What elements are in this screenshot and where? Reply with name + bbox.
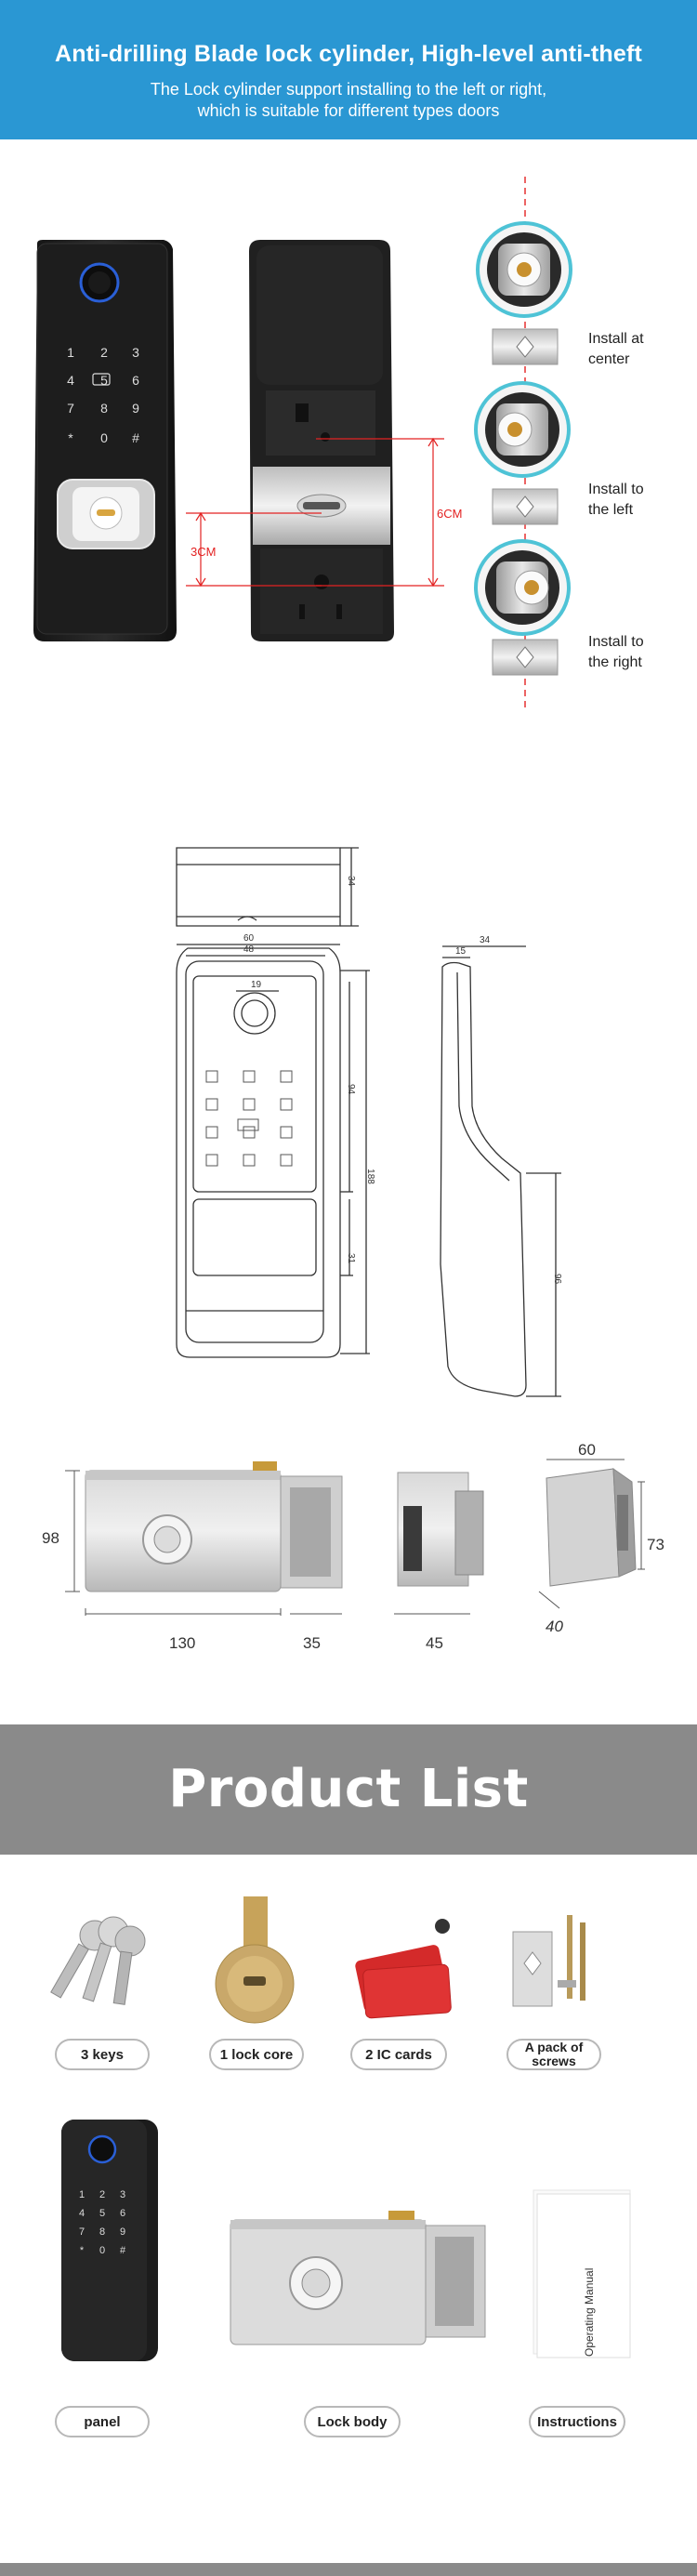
item-label-screws: A pack of screws <box>506 2039 601 2070</box>
install-option-left-line2: the left <box>588 502 634 518</box>
install-option-left: Install to the left <box>588 480 644 521</box>
svg-text:1: 1 <box>67 345 74 360</box>
svg-text:5: 5 <box>99 2208 105 2219</box>
item-label-panel: panel <box>55 2406 150 2437</box>
header-banner: Anti-drilling Blade lock cylinder, High-… <box>0 0 697 139</box>
dim-fp-width: 19 <box>251 980 262 990</box>
technical-drawing <box>176 847 561 1397</box>
install-option-right-line1: Install to <box>588 634 644 650</box>
screws-icon <box>512 1915 585 2007</box>
install-dimension-lines <box>186 437 444 588</box>
svg-text:3: 3 <box>120 2189 125 2200</box>
lock-body-icon <box>230 2211 486 2345</box>
svg-text:0: 0 <box>100 430 108 445</box>
banner-title: Anti-drilling Blade lock cylinder, High-… <box>54 41 643 67</box>
svg-text:#: # <box>132 430 139 445</box>
install-option-left-line1: Install to <box>588 482 644 497</box>
item-label-ic-cards: 2 IC cards <box>350 2039 447 2070</box>
lockbody-height: 98 <box>42 1529 59 1547</box>
cylinder-callout-center <box>476 221 572 365</box>
manual-text: Operating Manual <box>583 2267 596 2357</box>
cylinder-callout-left <box>474 381 571 525</box>
lockbody-width: 130 <box>169 1634 196 1652</box>
banner-subtitle: The Lock cylinder support installing to … <box>0 79 697 122</box>
dim-height-lower: 31 <box>346 1252 357 1264</box>
manual-icon <box>533 2189 631 2358</box>
svg-text:5: 5 <box>100 373 108 388</box>
svg-text:9: 9 <box>132 401 139 416</box>
item-label-keys: 3 keys <box>55 2039 150 2070</box>
svg-text:7: 7 <box>79 2226 85 2238</box>
lockbody-ext: 35 <box>303 1634 321 1652</box>
svg-text:1: 1 <box>79 2189 85 2200</box>
ic-cards-icon <box>355 1919 452 2019</box>
lockbody-box-depth: 40 <box>546 1618 563 1635</box>
lockbody-box-height: 73 <box>647 1536 664 1553</box>
svg-text:*: * <box>80 2245 85 2256</box>
dim-side-height: 96 <box>552 1273 563 1285</box>
panel-icon: 1 2 3 4 5 6 7 8 9 * 0 # <box>61 2120 158 2361</box>
product-list-heading: Product List <box>168 1759 529 1819</box>
install-option-center: Install at center <box>588 329 644 370</box>
svg-text:9: 9 <box>120 2226 125 2238</box>
keys-icon <box>50 1916 146 2005</box>
dim-side-depth: 34 <box>480 935 491 945</box>
manual-cover: Operating Manual <box>561 2268 617 2361</box>
lockbody-dimensions <box>65 1459 645 1616</box>
lockbody-box-width: 60 <box>578 1441 596 1459</box>
dim-width-inner: 48 <box>243 945 255 955</box>
dim-width-outer: 60 <box>243 933 255 944</box>
front-panel-photo: 1 2 3 4 5 6 7 8 9 * 0 # <box>33 240 177 641</box>
product-list-band: Product List <box>0 1724 697 1855</box>
svg-text:*: * <box>68 430 73 445</box>
item-label-lock-body: Lock body <box>304 2406 401 2437</box>
svg-text:4: 4 <box>79 2208 85 2219</box>
install-option-center-line2: center <box>588 351 630 367</box>
svg-text:7: 7 <box>67 401 74 416</box>
item-label-lock-core: 1 lock core <box>209 2039 304 2070</box>
product-items-row2: 1 2 3 4 5 6 7 8 9 * 0 # <box>61 2120 631 2361</box>
svg-text:8: 8 <box>100 401 108 416</box>
svg-text:#: # <box>120 2245 126 2256</box>
dim-label-6cm: 6CM <box>437 507 463 521</box>
banner-subtitle-line1: The Lock cylinder support installing to … <box>150 80 547 99</box>
dim-height-total: 188 <box>364 1169 375 1184</box>
install-option-center-line1: Install at <box>588 331 644 347</box>
dim-top-depth: 34 <box>346 875 357 887</box>
lockbody-side-width: 45 <box>426 1634 443 1652</box>
banner-subtitle-line2: which is suitable for different types do… <box>197 101 500 120</box>
svg-text:4: 4 <box>67 373 74 388</box>
svg-text:0: 0 <box>99 2245 105 2256</box>
cylinder-callout-right <box>474 539 571 676</box>
dim-label-3cm: 3CM <box>191 545 217 559</box>
svg-text:6: 6 <box>120 2208 125 2219</box>
dim-side-inner: 15 <box>455 946 467 957</box>
svg-text:2: 2 <box>99 2189 105 2200</box>
product-items-row1 <box>50 1896 585 2024</box>
install-option-right: Install to the right <box>588 632 644 673</box>
install-illustration: 1 2 3 4 5 6 7 8 9 * 0 # <box>33 177 572 708</box>
rear-panel-photo <box>249 240 394 641</box>
footer-bar <box>0 2563 697 2576</box>
svg-text:2: 2 <box>100 345 108 360</box>
lock-core-icon <box>215 1896 295 2024</box>
svg-text:3: 3 <box>132 345 139 360</box>
svg-text:6: 6 <box>132 373 139 388</box>
svg-text:8: 8 <box>99 2226 105 2238</box>
install-option-right-line2: the right <box>588 654 642 670</box>
dim-height-upper: 94 <box>346 1083 357 1095</box>
item-label-instructions: Instructions <box>529 2406 625 2437</box>
